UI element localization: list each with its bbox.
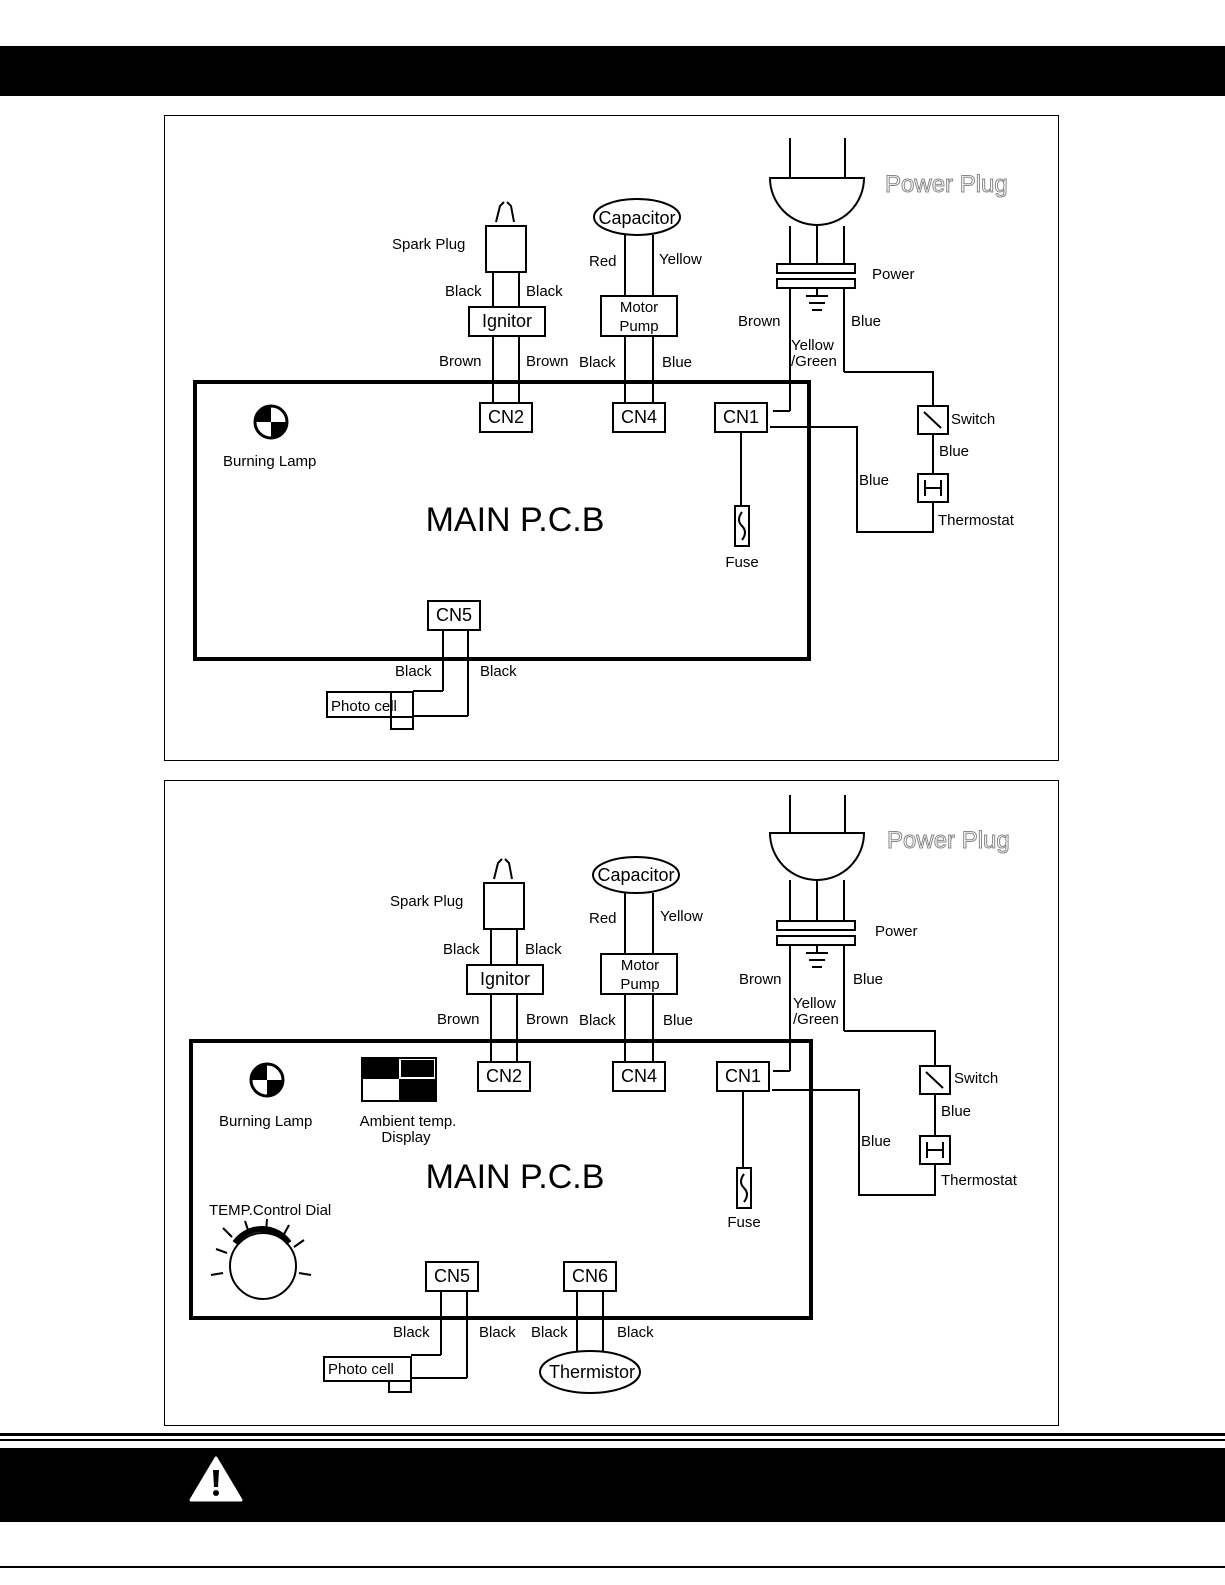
black-wire-label: Black bbox=[579, 1012, 616, 1029]
brown-wire-label: Brown bbox=[739, 971, 782, 988]
black-wire-label: Black bbox=[393, 1324, 430, 1341]
burning-lamp-label: Burning Lamp bbox=[223, 453, 316, 470]
wiring-diagram-1-svg: Power Plug Power Spark Plug Capacitor Re… bbox=[193, 138, 1015, 730]
spark-plug-label: Spark Plug bbox=[392, 236, 465, 253]
blue-wire-label: Blue bbox=[663, 1012, 693, 1029]
thermostat-label: Thermostat bbox=[938, 512, 1015, 529]
yellow-green-label: Yellow bbox=[791, 337, 834, 354]
wiring-diagram-basic: Power Plug Power Spark Plug Capacitor Re… bbox=[164, 115, 1059, 761]
brown-wire-label: Brown bbox=[439, 353, 482, 370]
cn1-label: CN1 bbox=[725, 1066, 761, 1086]
black-wire-label: Black bbox=[480, 663, 517, 680]
burning-lamp-icon bbox=[249, 1062, 285, 1098]
red-wire-label: Red bbox=[589, 253, 617, 270]
blue-wire-label: Blue bbox=[861, 1133, 891, 1150]
yellow-wire-label: Yellow bbox=[659, 251, 702, 268]
wiring-diagram-2-svg: Power Plug Power Spark Plug Capacitor Re… bbox=[189, 795, 1018, 1394]
ambient-temp-label: Ambient temp. bbox=[360, 1113, 457, 1130]
red-wire-label: Red bbox=[589, 910, 617, 927]
cn4-label: CN4 bbox=[621, 407, 657, 427]
footer-rule bbox=[0, 1566, 1225, 1568]
main-pcb-board bbox=[189, 1039, 813, 1320]
burning-lamp-icon bbox=[253, 404, 289, 440]
black-wire-label: Black bbox=[395, 663, 432, 680]
yellow-green-label: /Green bbox=[791, 353, 837, 370]
brown-wire-label: Brown bbox=[738, 313, 781, 330]
blue-wire-label: Blue bbox=[859, 472, 889, 489]
ambient-temp-display-icon bbox=[361, 1057, 437, 1102]
black-wire-label: Black bbox=[443, 941, 480, 958]
wiring-diagram-with-thermistor: Power Plug Power Spark Plug Capacitor Re… bbox=[164, 780, 1059, 1426]
black-wire-label: Black bbox=[526, 283, 563, 300]
pump-label: Pump bbox=[620, 976, 659, 993]
photo-cell-label: Photo cell bbox=[331, 698, 397, 715]
brown-wire-label: Brown bbox=[526, 1011, 569, 1028]
motor-label: Motor bbox=[621, 957, 659, 974]
blue-wire-label: Blue bbox=[853, 971, 883, 988]
footer-rule bbox=[0, 1433, 1225, 1436]
black-wire-label: Black bbox=[617, 1324, 654, 1341]
cn5-label: CN5 bbox=[434, 1266, 470, 1286]
temp-control-dial-label: TEMP.Control Dial bbox=[209, 1202, 331, 1219]
cn2-label: CN2 bbox=[488, 407, 524, 427]
ignitor-label: Ignitor bbox=[482, 311, 532, 331]
burning-lamp-label: Burning Lamp bbox=[219, 1113, 312, 1130]
photo-cell-label: Photo cell bbox=[328, 1361, 394, 1378]
yellow-wire-label: Yellow bbox=[660, 908, 703, 925]
black-wire-label: Black bbox=[579, 354, 616, 371]
blue-wire-label: Blue bbox=[939, 443, 969, 460]
black-wire-label: Black bbox=[525, 941, 562, 958]
black-wire-label: Black bbox=[531, 1324, 568, 1341]
power-plug-label: Power Plug bbox=[887, 827, 1010, 854]
motor-label: Motor bbox=[620, 299, 658, 316]
switch-label: Switch bbox=[951, 411, 995, 428]
capacitor-label: Capacitor bbox=[597, 865, 674, 885]
fuse-label: Fuse bbox=[725, 554, 758, 571]
cn6-label: CN6 bbox=[572, 1266, 608, 1286]
yellow-green-label: Yellow bbox=[793, 995, 836, 1012]
brown-wire-label: Brown bbox=[526, 353, 569, 370]
footer-rule bbox=[0, 1439, 1225, 1441]
cn4-label: CN4 bbox=[621, 1066, 657, 1086]
dial-indicator bbox=[232, 1225, 292, 1245]
warning-bar bbox=[0, 1448, 1225, 1522]
main-pcb-label: MAIN P.C.B bbox=[426, 501, 605, 539]
power-label: Power bbox=[872, 266, 915, 283]
cn2-label: CN2 bbox=[486, 1066, 522, 1086]
spark-plug-label: Spark Plug bbox=[390, 893, 463, 910]
black-wire-label: Black bbox=[479, 1324, 516, 1341]
power-label: Power bbox=[875, 923, 918, 940]
main-pcb-label: MAIN P.C.B bbox=[426, 1158, 605, 1196]
power-plug-label: Power Plug bbox=[885, 171, 1008, 198]
blue-wire-label: Blue bbox=[851, 313, 881, 330]
warning-icon bbox=[189, 1456, 243, 1502]
switch-label: Switch bbox=[954, 1070, 998, 1087]
ignitor-label: Ignitor bbox=[480, 969, 530, 989]
blue-wire-label: Blue bbox=[662, 354, 692, 371]
capacitor-label: Capacitor bbox=[598, 208, 675, 228]
cn1-label: CN1 bbox=[723, 407, 759, 427]
thermostat-label: Thermostat bbox=[941, 1172, 1018, 1189]
black-wire-label: Black bbox=[445, 283, 482, 300]
cn5-label: CN5 bbox=[436, 605, 472, 625]
pump-label: Pump bbox=[619, 318, 658, 335]
main-pcb-board bbox=[193, 380, 811, 661]
yellow-green-label: /Green bbox=[793, 1011, 839, 1028]
fuse-label: Fuse bbox=[727, 1214, 760, 1231]
blue-wire-label: Blue bbox=[941, 1103, 971, 1120]
thermistor-label: Thermistor bbox=[549, 1362, 635, 1382]
header-bar bbox=[0, 46, 1225, 96]
brown-wire-label: Brown bbox=[437, 1011, 480, 1028]
ambient-display-label: Display bbox=[381, 1129, 431, 1146]
